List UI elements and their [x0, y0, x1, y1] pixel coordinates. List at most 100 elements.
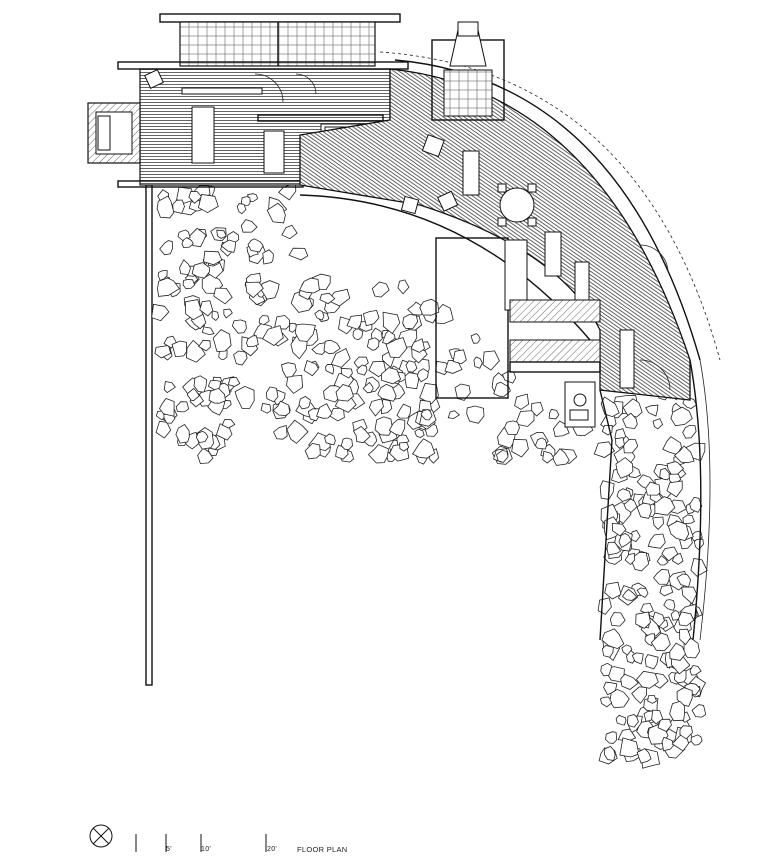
paving-stone — [534, 437, 548, 450]
paving-stone — [616, 488, 632, 502]
stone-paving — [151, 180, 708, 769]
paving-stone — [380, 367, 402, 385]
paving-stone — [548, 408, 560, 420]
paving-stone — [163, 381, 176, 394]
paving-stone — [362, 309, 380, 327]
paving-stone — [212, 329, 232, 352]
paving-stone — [240, 196, 251, 206]
paving-stone — [199, 300, 214, 317]
paving-stone — [669, 642, 686, 661]
paving-stone — [157, 277, 180, 297]
paving-stone — [272, 400, 291, 417]
kitchen-block — [435, 237, 671, 641]
paving-stone — [340, 367, 353, 379]
paving-stone — [667, 520, 690, 542]
paving-stone — [216, 229, 227, 239]
paving-stone — [412, 438, 436, 459]
paving-stone — [220, 239, 236, 253]
paving-stone — [184, 299, 204, 321]
paving-stone — [514, 393, 530, 410]
paving-stone — [689, 664, 702, 676]
paving-stone — [352, 426, 371, 444]
fireplace-tower — [431, 21, 505, 121]
paving-stone — [319, 292, 336, 305]
paving-stone — [286, 374, 304, 394]
paving-stone — [635, 670, 659, 689]
paving-stone — [186, 387, 200, 402]
paving-stone — [176, 186, 195, 204]
paving-stone — [236, 203, 247, 215]
paving-stone — [273, 424, 288, 440]
paving-stone — [624, 552, 636, 566]
north-arrow-icon — [89, 824, 113, 848]
paving-stone — [627, 714, 639, 728]
paving-stone — [335, 384, 354, 402]
paving-stone — [334, 396, 357, 413]
paving-stone — [531, 401, 544, 417]
paving-stone — [666, 480, 683, 498]
scale-label-10: 10' — [201, 846, 212, 853]
paving-stone — [156, 195, 175, 219]
paving-stone — [245, 281, 264, 299]
paving-stone — [414, 428, 425, 438]
site-wall — [145, 184, 153, 686]
paving-stone — [551, 448, 570, 466]
paving-stone — [662, 436, 683, 455]
paving-stone — [615, 714, 627, 726]
paving-stone — [599, 696, 613, 708]
paving-stone — [636, 587, 649, 599]
paving-stone — [231, 319, 247, 334]
paving-stone — [304, 442, 321, 460]
paving-stone — [197, 194, 219, 214]
paving-stone — [621, 588, 638, 601]
paving-stone — [615, 457, 634, 479]
paving-stone — [316, 403, 333, 419]
paving-stone — [454, 383, 471, 401]
paving-stone — [159, 240, 173, 256]
paving-stone — [329, 407, 345, 422]
curved-deck — [299, 51, 721, 641]
paving-stone — [626, 649, 636, 664]
paving-stone — [656, 555, 669, 566]
paving-stone — [371, 281, 390, 298]
paving-stone — [673, 669, 687, 684]
paving-stone — [682, 514, 695, 525]
paving-stone — [661, 546, 679, 562]
paving-stone — [416, 368, 429, 383]
paving-stone — [294, 323, 316, 342]
paving-stone — [659, 584, 674, 597]
paving-stone — [396, 403, 412, 419]
paving-stone — [362, 381, 374, 394]
paving-stone — [374, 416, 393, 436]
paving-stone — [368, 398, 384, 417]
paving-stone — [650, 632, 671, 652]
paving-stone — [511, 438, 529, 458]
paving-stone — [504, 420, 520, 435]
paving-stone — [689, 496, 703, 513]
paving-stone — [653, 568, 671, 585]
paving-stone — [405, 360, 418, 373]
paving-stone — [636, 748, 652, 764]
paving-stone — [645, 481, 661, 496]
paving-stone — [604, 746, 616, 761]
paving-stone — [181, 237, 194, 249]
paving-stone — [410, 338, 425, 353]
paving-stone — [281, 362, 297, 378]
paving-stone — [600, 662, 613, 677]
paving-stone — [452, 349, 467, 365]
paving-stone — [651, 709, 664, 725]
paving-stone — [496, 449, 509, 463]
paving-stone — [611, 522, 627, 537]
paving-stone — [447, 410, 461, 419]
paving-stone — [605, 731, 618, 744]
paving-stone — [402, 314, 419, 329]
paving-stone — [470, 333, 481, 344]
paving-stone — [657, 718, 672, 732]
paving-stone — [473, 356, 483, 369]
paving-stone — [356, 364, 368, 376]
paving-stone — [388, 418, 406, 437]
paving-stone — [631, 652, 644, 665]
paving-stone — [288, 247, 309, 261]
paving-stone — [663, 599, 676, 611]
paving-stone — [615, 437, 625, 449]
